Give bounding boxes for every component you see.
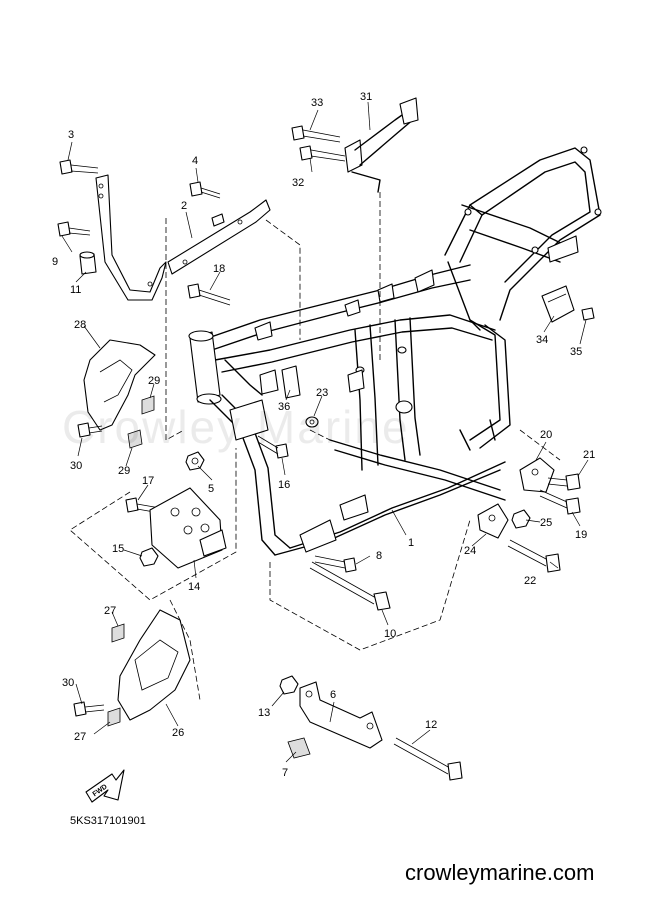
label-31: 31 [360, 91, 372, 103]
clip-27-upper [111, 623, 125, 643]
bolt-9 [57, 221, 91, 237]
bolt-16 [257, 435, 289, 459]
label-25: 25 [540, 517, 552, 529]
label-30-upper: 30 [70, 460, 82, 472]
bracket-6 [299, 681, 383, 749]
label-17: 17 [142, 475, 154, 487]
leader-lines [61, 101, 589, 763]
label-21: 21 [583, 449, 595, 461]
screw-30-upper [77, 422, 103, 438]
diagram-code: 5KS317101901 [70, 815, 146, 827]
clip-29-lower [127, 429, 143, 449]
label-19: 19 [575, 529, 587, 541]
label-32: 32 [292, 177, 304, 189]
group-lines [69, 192, 561, 701]
label-23: 23 [316, 387, 328, 399]
label-8: 8 [376, 550, 382, 562]
screw-30-lower [73, 701, 105, 717]
label-1: 1 [408, 537, 414, 549]
main-frame [188, 146, 602, 556]
label-28: 28 [74, 319, 86, 331]
label-36: 36 [278, 401, 290, 413]
bolt-18 [187, 283, 231, 306]
nut-25 [511, 509, 531, 529]
bolt-22 [507, 539, 561, 573]
label-35: 35 [570, 346, 582, 358]
label-22: 22 [524, 575, 536, 587]
damper-34 [541, 285, 575, 323]
label-12: 12 [425, 719, 437, 731]
nut-13 [279, 675, 299, 695]
nut-5 [185, 451, 205, 471]
bracket-36 [281, 365, 301, 399]
cover-26 [117, 609, 191, 721]
label-3: 3 [68, 129, 74, 141]
bracket-24 [477, 503, 509, 539]
clip-27-lower [107, 707, 121, 727]
bolt-10 [309, 561, 391, 611]
label-2: 2 [181, 200, 187, 212]
label-15: 15 [112, 543, 124, 555]
bracket-2 [167, 199, 271, 275]
label-18: 18 [213, 263, 225, 275]
label-27-lower: 27 [74, 731, 86, 743]
label-6: 6 [330, 689, 336, 701]
label-29-lower: 29 [118, 465, 130, 477]
site-url: crowleymarine.com [405, 860, 595, 885]
label-7: 7 [282, 767, 288, 779]
bolt-32 [299, 145, 346, 162]
bolt-8 [314, 555, 357, 573]
label-29-upper: 29 [148, 375, 160, 387]
label-27-upper: 27 [104, 605, 116, 617]
bolt-33 [291, 125, 341, 143]
nut-15 [139, 547, 159, 567]
label-20: 20 [540, 429, 552, 441]
label-11: 11 [70, 284, 81, 296]
label-24: 24 [464, 545, 476, 557]
washer-23 [305, 416, 319, 428]
label-33: 33 [311, 97, 323, 109]
pad-7 [287, 737, 311, 759]
collar-11 [79, 251, 97, 275]
label-30-lower: 30 [62, 677, 74, 689]
label-34: 34 [536, 334, 548, 346]
label-16: 16 [278, 479, 290, 491]
label-4: 4 [192, 155, 198, 167]
label-9: 9 [52, 256, 58, 268]
bolt-12 [393, 737, 463, 781]
label-26: 26 [172, 727, 184, 739]
handle-bracket-left [95, 174, 167, 301]
bracket-20 [519, 457, 555, 493]
screw-35 [581, 307, 595, 321]
cover-28 [83, 339, 156, 431]
bolt-4 [189, 181, 221, 199]
label-10: 10 [384, 628, 396, 640]
label-13: 13 [258, 707, 270, 719]
callout-labels: 1 2 3 4 5 6 7 8 9 10 11 12 13 14 15 16 1… [52, 91, 595, 779]
forward-arrow-icon: FWD [85, 769, 125, 803]
watermark: Crowley Marine [62, 401, 410, 453]
part-31-stay [344, 97, 419, 193]
engine-bracket-14 [149, 487, 227, 569]
label-14: 14 [188, 581, 200, 593]
bolt-19 [539, 489, 581, 515]
bolt-3 [59, 159, 99, 175]
bolt-21 [547, 473, 581, 491]
label-5: 5 [208, 483, 214, 495]
